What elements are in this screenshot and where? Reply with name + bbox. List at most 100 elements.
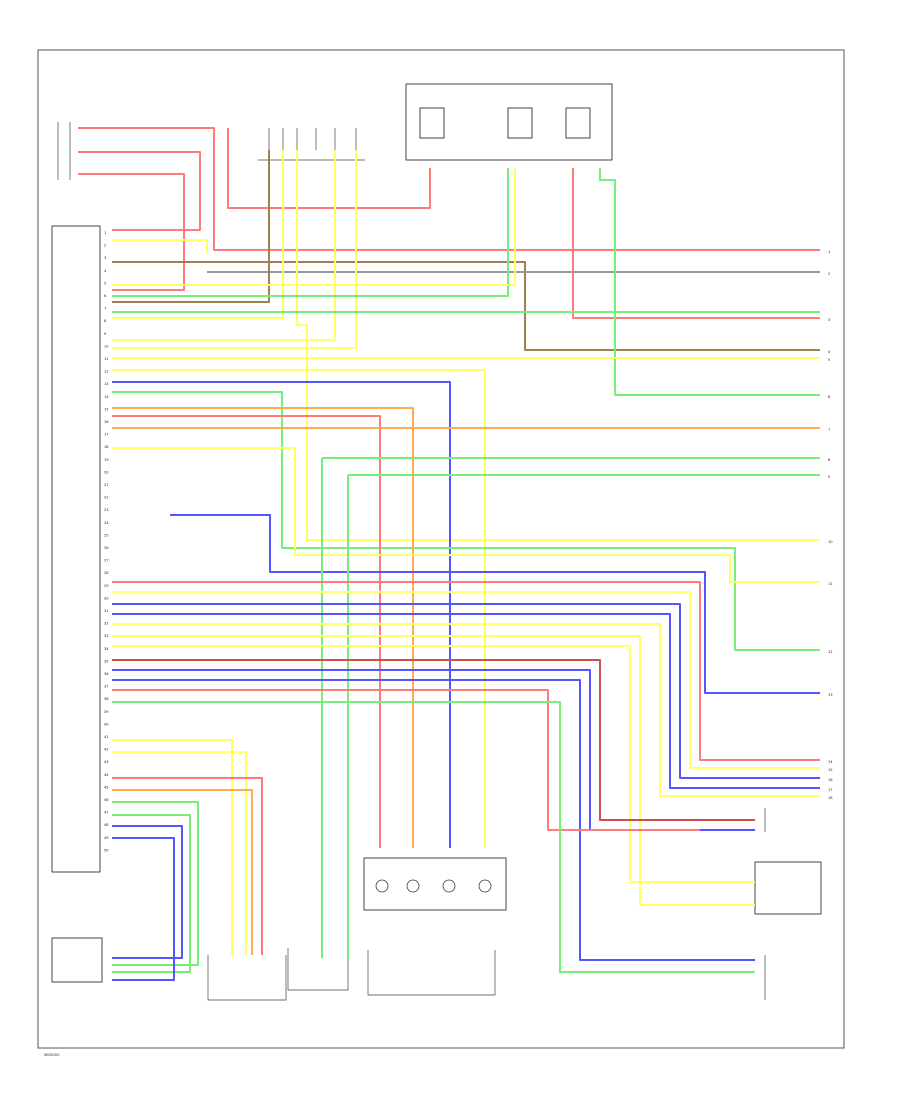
wire-yellow-9 (296, 150, 820, 541)
right-terminal-label: 6 (828, 395, 831, 399)
right-terminal-label: 15 (828, 768, 833, 772)
pin-label: 36 (104, 672, 109, 676)
pin-label: 19 (104, 458, 109, 462)
wire-blue-48 (112, 825, 183, 959)
diagram-frame (37, 49, 845, 1049)
pin-label: 28 (104, 571, 109, 575)
pin-label: 31 (104, 609, 109, 613)
wire-green-47 (112, 814, 191, 973)
pin-label: 4 (104, 269, 107, 273)
pin-label: 14 (104, 395, 109, 399)
front-dash-connector (287, 948, 349, 991)
pin-label: 10 (104, 344, 109, 348)
right-terminal-label: 11 (828, 582, 833, 586)
pin-label: 38 (104, 697, 109, 701)
pin-label: 22 (104, 496, 109, 500)
wire-red-30 (112, 581, 820, 761)
pin-label: 46 (104, 798, 109, 802)
wire-yellow-4 (112, 239, 208, 253)
pin-label: 6 (104, 294, 107, 298)
pin-label: 41 (104, 735, 109, 739)
pin-label: 44 (104, 773, 109, 777)
right-terminal-label: 17 (828, 788, 833, 792)
wire-brown-5 (112, 261, 820, 351)
wire-yellow-36 (112, 645, 755, 883)
pin-label: 17 (104, 433, 109, 437)
wire-blue-32 (112, 603, 820, 779)
wire-red-2 (78, 173, 185, 291)
right-terminal-label: 14 (828, 760, 833, 764)
pin-label: 5 (104, 281, 106, 285)
wire-yellow-31 (112, 591, 820, 769)
wire-yellow-13 (112, 168, 516, 286)
wire-blue-33 (112, 613, 820, 789)
front-pretensioner (207, 955, 287, 1001)
wire-harness (78, 127, 820, 981)
pin-label: 27 (104, 559, 109, 563)
pin-label: 34 (104, 647, 109, 651)
pin-label: 26 (104, 546, 109, 550)
pin-label: 11 (104, 357, 109, 361)
seat-connector-4 (478, 879, 492, 893)
wire-blue-49 (112, 837, 175, 981)
pin-label: 1 (104, 231, 106, 235)
pin-label: 40 (104, 722, 109, 726)
pin-label: 39 (104, 710, 109, 714)
wire-yellow-11 (112, 150, 357, 349)
wire-red-40 (112, 689, 700, 831)
wire-orange-45 (112, 789, 253, 955)
wire-yellow-18 (112, 369, 486, 848)
wire-red-44 (112, 777, 263, 955)
pin-label: 24 (104, 521, 109, 525)
pin-label: 15 (104, 407, 109, 411)
top-center-fuse-block (258, 128, 365, 161)
wire-blue-27 (170, 514, 820, 694)
pin-label: 8 (104, 319, 107, 323)
pin-label: 42 (104, 748, 109, 752)
right-terminal-label: 18 (828, 796, 833, 800)
wire-blue-39 (112, 679, 755, 961)
pin-label: 2 (104, 244, 106, 248)
seat-connector-2 (406, 879, 420, 893)
wire-yellow-8 (112, 150, 284, 319)
side-airbag-right-module (754, 861, 822, 915)
right-terminal-label: 1 (828, 250, 830, 254)
pin-label: 33 (104, 634, 109, 638)
pin-label: 45 (104, 785, 109, 789)
right-terminal-label: 12 (828, 650, 833, 654)
wire-green-15 (599, 168, 820, 396)
pin-label: 48 (104, 823, 109, 827)
wire-red-3 (227, 128, 431, 209)
side-airbag-front-left-connector (51, 937, 103, 983)
pin-label: 25 (104, 533, 109, 537)
top-right-module (405, 83, 613, 161)
wire-red-14 (572, 168, 820, 319)
wire-yellow-34 (112, 623, 820, 797)
pin-label: 23 (104, 508, 109, 512)
wire-green-20 (112, 391, 820, 651)
pin-label: 32 (104, 622, 109, 626)
wire-green-12 (112, 168, 509, 297)
wire-blue-19 (112, 381, 451, 848)
wire-red-1 (78, 151, 201, 231)
right-terminal-label: 3 (828, 318, 830, 322)
pin-label: 35 (104, 659, 109, 663)
pin-label: 13 (104, 382, 109, 386)
right-seat-module (363, 857, 507, 996)
seat-connector-3 (442, 879, 456, 893)
pin-label: 47 (104, 811, 109, 815)
right-terminal-label: 10 (828, 540, 833, 544)
right-terminal-label: 7 (828, 428, 830, 432)
pin-label: 21 (104, 483, 109, 487)
right-terminal-label: 9 (828, 475, 831, 479)
wire-green-41 (112, 701, 755, 973)
pin-label: 20 (104, 470, 109, 474)
right-terminal-label: 4 (828, 350, 831, 354)
wire-darkred-37 (112, 659, 755, 821)
light-control-module: 1234567891011121314151617181920212223242… (51, 225, 109, 873)
wire-yellow-24 (112, 447, 820, 583)
wire-yellow-35 (112, 635, 755, 906)
